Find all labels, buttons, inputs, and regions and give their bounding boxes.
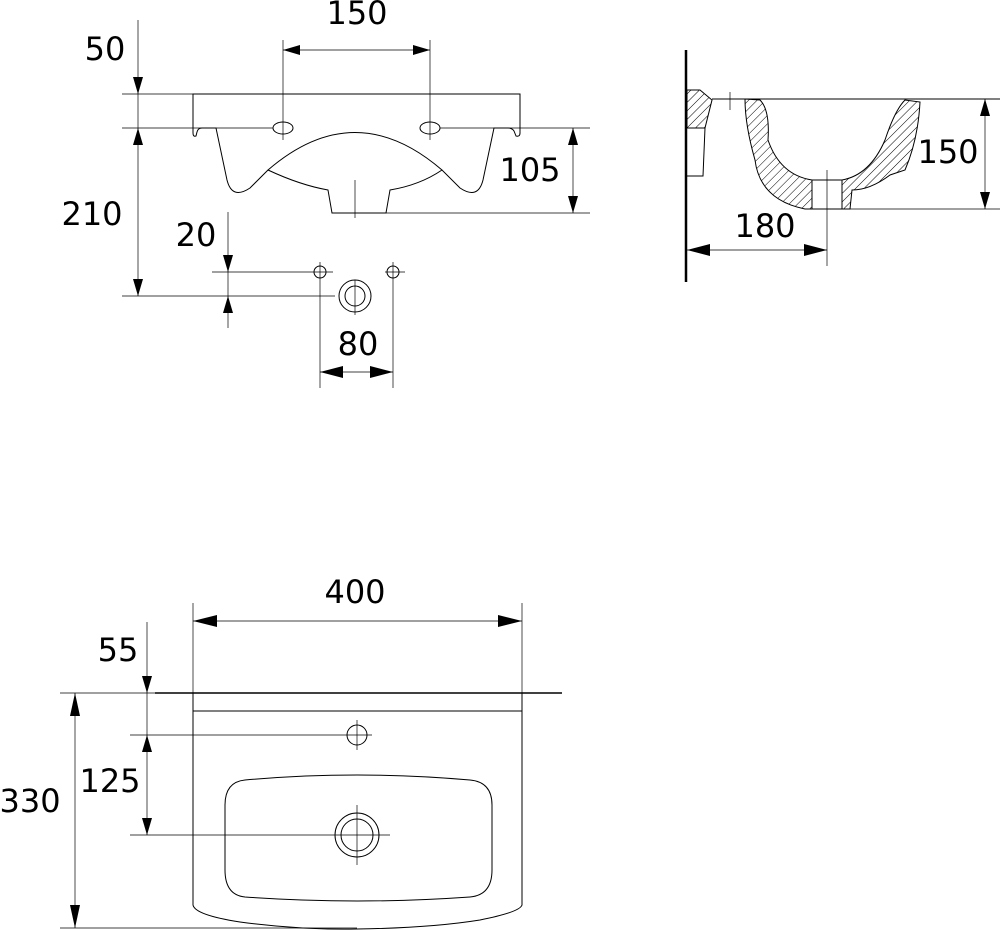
dim-side-height: 150 [917,133,978,171]
bowl-wall-left [744,98,813,210]
arrowhead [133,279,143,296]
dim-tap-spacing: 150 [326,0,387,32]
dim-waste-height: 210 [61,195,122,233]
arrowhead [223,296,233,313]
bowl-wall-right [841,99,921,210]
basin-front-outline [192,93,521,214]
arrowhead [568,128,578,145]
dim-rim-height: 50 [85,30,126,68]
arrowhead [283,45,300,55]
dim-fixing-offset: 20 [176,216,217,254]
front-view: 150 50 210 105 20 80 [61,0,590,388]
dim-bowl-depth: 105 [499,151,560,189]
rim-underside [687,127,706,177]
arrowhead [804,244,827,256]
arrowhead [320,366,343,378]
arrowhead [133,77,143,94]
plan-view: 400 55 125 330 [0,573,562,930]
arrowhead [70,905,80,928]
dim-side-projection: 180 [734,207,795,245]
dim-rim-depth: 55 [98,631,139,669]
dim-tap-to-drain: 125 [79,762,140,800]
arrowhead [568,196,578,213]
arrowhead [370,366,393,378]
arrowhead [142,676,152,693]
bowl-plan [224,774,493,902]
bowl-curve [267,132,443,171]
dim-plan-width: 400 [324,573,385,611]
arrowhead [498,615,522,627]
dim-plan-depth: 330 [0,782,61,820]
rim-section [686,89,713,129]
arrowhead [687,244,710,256]
arrowhead [193,615,217,627]
side-view: 150 180 [684,50,1000,282]
arrowhead [223,255,233,272]
dim-fixing-spacing: 80 [338,325,379,363]
arrowhead [142,735,152,752]
arrowhead [70,693,80,716]
arrowhead [133,128,143,145]
arrowhead [413,45,430,55]
arrowhead [980,192,990,209]
arrowhead [142,818,152,835]
arrowhead [980,99,990,116]
basin-plan-outline [192,693,523,930]
